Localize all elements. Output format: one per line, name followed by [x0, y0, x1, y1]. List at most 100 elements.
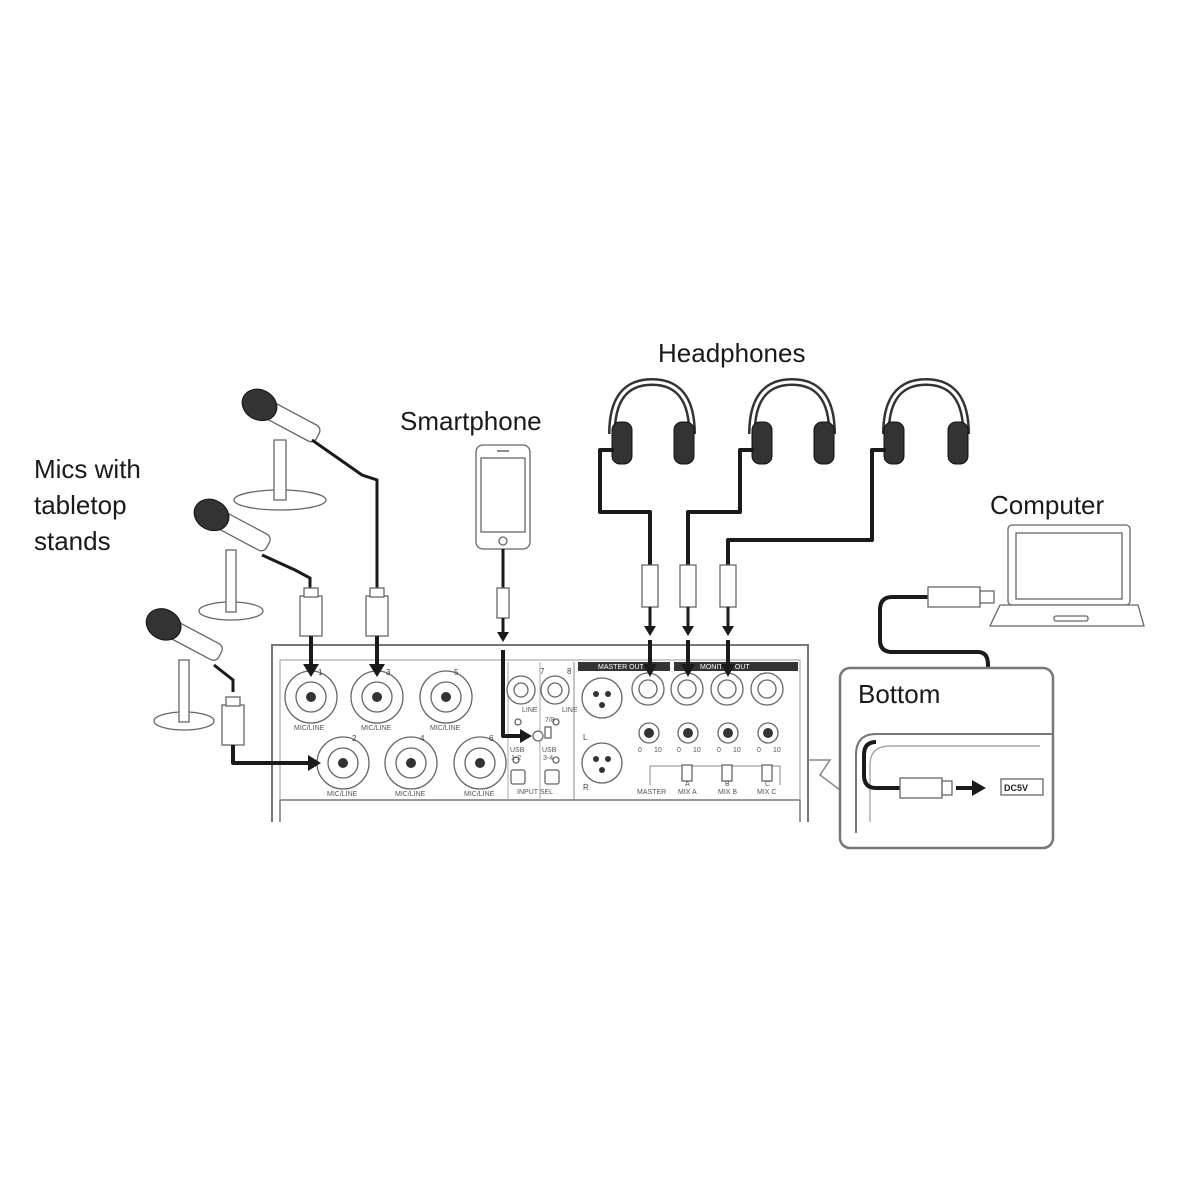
channel-number-4: 4 — [420, 734, 425, 743]
input-mode-label: 7/8 — [545, 717, 555, 724]
usb-12-label-bottom: 1-2 — [511, 755, 521, 762]
channel-number-3: 3 — [386, 668, 391, 677]
mix-letter-c: C — [765, 781, 770, 788]
mic-connection-arrows — [231, 636, 385, 771]
xlr-plug-2 — [299, 595, 323, 637]
phone-plug-2 — [679, 564, 697, 608]
phones-out-mix-c — [750, 672, 784, 706]
xlr-out-r — [581, 742, 623, 784]
combo-jack-1 — [284, 670, 338, 724]
mix-switch-c[interactable] — [761, 764, 773, 782]
knob-scale-min-mix-a: 0 — [677, 747, 681, 754]
bottom-label: Bottom — [858, 679, 940, 709]
channel-number-8: 8 — [567, 667, 572, 676]
mics-label-line-2: tabletop — [34, 490, 127, 520]
input-select-area: 7/8 USB 1-2 USB 3-4 INPUT SEL — [510, 717, 560, 796]
phone-plug-3 — [719, 564, 737, 608]
headphones-1 — [608, 377, 696, 465]
callout-pointer — [808, 759, 841, 791]
mics-label-line-3: stands — [34, 526, 111, 556]
line-jack-7 — [506, 675, 536, 705]
line-jack-8 — [540, 675, 570, 705]
xlr-side-r: R — [583, 783, 589, 792]
combo-jack-3 — [350, 670, 404, 724]
mix-label-a: MIX A — [678, 789, 697, 796]
headphone-connection-arrows — [643, 607, 735, 677]
usb-34-label-bottom: 3-4 — [543, 755, 553, 762]
volume-knob-mix-c[interactable] — [757, 722, 779, 744]
mics-label-line-1: Mics with — [34, 454, 141, 484]
dc5v-port — [1000, 778, 1044, 796]
headphone-cable-1 — [598, 448, 652, 565]
input-sel-button-12[interactable] — [510, 769, 526, 785]
dc5v-label: DC5V — [1004, 783, 1028, 793]
usb-cable-bottom — [862, 740, 900, 790]
master-out-label: MASTER OUT — [598, 664, 645, 671]
xlr-side-l: L — [583, 733, 588, 742]
line-label-7: LINE — [522, 707, 538, 714]
volume-knob-master[interactable] — [638, 722, 660, 744]
mix-switch-a[interactable] — [681, 764, 693, 782]
smartphone-label: Smartphone — [400, 406, 542, 436]
mix-letter-b: B — [725, 781, 730, 788]
channel-number-7: 7 — [540, 667, 545, 676]
combo-jack-5 — [419, 670, 473, 724]
input-sel-button-34[interactable] — [544, 769, 560, 785]
computer-laptop — [988, 524, 1145, 627]
headphones-label: Headphones — [658, 338, 805, 368]
smartphone-input-jack — [532, 730, 544, 742]
usb-34-label-top: USB — [542, 747, 557, 754]
phones-out-master — [631, 672, 665, 706]
microphone-3 — [145, 608, 245, 746]
monitor-out-bar — [674, 662, 798, 671]
headphones-3 — [882, 377, 970, 465]
channel-number-2: 2 — [352, 734, 357, 743]
combo-label-6: MIC/LINE — [464, 791, 495, 798]
smartphone-connection-arrow — [497, 618, 532, 743]
usb-12-label-top: USB — [510, 747, 525, 754]
channel-number-5: 5 — [454, 668, 459, 677]
knob-scale-max-mix-b: 10 — [733, 747, 741, 754]
mix-label-c: MIX C — [757, 789, 776, 796]
channel-number-6: 6 — [489, 734, 494, 743]
combo-label-3: MIC/LINE — [361, 725, 392, 732]
xlr-out-l — [581, 677, 623, 719]
input-sel-label: INPUT SEL — [517, 789, 553, 796]
combo-label-5: MIC/LINE — [430, 725, 461, 732]
knob-scale-min-mix-b: 0 — [717, 747, 721, 754]
combo-jack-6 — [453, 736, 507, 790]
phones-out-mix-a — [670, 672, 704, 706]
usb-b-plug-bottom — [899, 777, 943, 799]
knob-scale-min-mix-c: 0 — [757, 747, 761, 754]
knob-scale-max-mix-c: 10 — [773, 747, 781, 754]
headphones-2 — [748, 377, 836, 465]
microphone-1 — [233, 388, 389, 637]
mix-switch-b[interactable] — [721, 764, 733, 782]
combo-label-4: MIC/LINE — [395, 791, 426, 798]
volume-knob-mix-a[interactable] — [677, 722, 699, 744]
master-out-bar — [578, 662, 670, 671]
channel-number-1: 1 — [318, 668, 323, 677]
headphone-cable-2 — [686, 448, 754, 565]
volume-knob-mix-b[interactable] — [717, 722, 739, 744]
bottom-panel-recess — [855, 733, 1053, 833]
computer-label: Computer — [990, 490, 1104, 520]
mix-label-master: MASTER — [637, 789, 666, 796]
headphone-cable-3 — [726, 448, 886, 565]
mix-label-b: MIX B — [718, 789, 737, 796]
knob-scale-max-mix-a: 10 — [693, 747, 701, 754]
usb-b-plug-top — [927, 586, 981, 608]
xlr-plug-3 — [221, 704, 245, 746]
combo-jack-2 — [316, 736, 370, 790]
combo-label-2: MIC/LINE — [327, 791, 358, 798]
phones-out-mix-b — [710, 672, 744, 706]
phone-plug-1 — [641, 564, 659, 608]
line-label-8: LINE — [562, 707, 578, 714]
mix-letter-a: A — [685, 781, 690, 788]
knob-scale-max-master: 10 — [654, 747, 662, 754]
knob-scale-min-master: 0 — [638, 747, 642, 754]
combo-label-1: MIC/LINE — [294, 725, 325, 732]
combo-jack-4 — [384, 736, 438, 790]
smartphone — [475, 444, 531, 619]
